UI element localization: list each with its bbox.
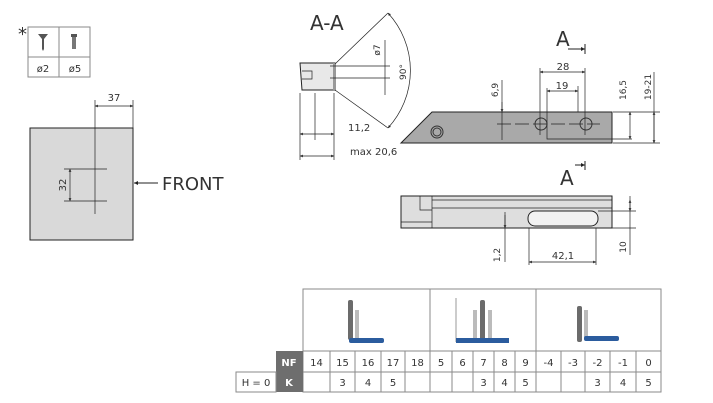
side-view: 10 1,2 42,1 xyxy=(400,195,636,265)
nf-cell: 5 xyxy=(438,358,444,369)
section-view: A-A 90° ø7 11,2 max 20,6 xyxy=(299,11,411,160)
diameter-2: ø2 xyxy=(37,64,49,75)
front-label: FRONT xyxy=(162,174,224,195)
dim-angle: 90° xyxy=(399,64,409,80)
k-cell: 5 xyxy=(645,378,651,389)
nf-cell: -3 xyxy=(568,358,578,369)
full-overlay-icon xyxy=(348,300,384,343)
nf-cell: -2 xyxy=(593,358,603,369)
k-cell: 3 xyxy=(480,378,486,389)
nf-cell: 8 xyxy=(501,358,507,369)
half-overlay-icon xyxy=(455,298,509,343)
k-cell: 3 xyxy=(594,378,600,389)
nf-cell: 7 xyxy=(480,358,486,369)
dim-max: max 20,6 xyxy=(350,147,397,158)
k-cell: 4 xyxy=(501,378,507,389)
dim-10: 10 xyxy=(619,241,629,253)
nf-cell: 17 xyxy=(387,358,400,369)
row-label-k: K xyxy=(285,378,294,389)
asterisk: * xyxy=(18,24,27,45)
slot xyxy=(527,210,599,227)
k-cell: 5 xyxy=(390,378,396,389)
dim-37: 37 xyxy=(108,93,121,104)
section-marker-top: A xyxy=(556,27,570,51)
nf-cell: -1 xyxy=(618,358,628,369)
screw-table: * ø2 ø5 xyxy=(18,24,91,78)
k-cell: 4 xyxy=(620,378,626,389)
nf-cell: 9 xyxy=(522,358,528,369)
dim-32: 32 xyxy=(58,179,69,192)
overlay-table: 14 15 3 16 4 17 5 18 5 6 7 3 8 4 9 5 -4 -3 -2 3 -1 4 0 5 NF K H… xyxy=(235,288,662,393)
dim-6-9: 6,9 xyxy=(491,83,501,98)
nf-cell: 6 xyxy=(459,358,465,369)
k-cell: 3 xyxy=(339,378,345,389)
nf-cell: 15 xyxy=(336,358,349,369)
k-cell: 5 xyxy=(522,378,528,389)
hinge-arm xyxy=(399,111,613,144)
profile-section xyxy=(299,62,336,91)
top-view: A 28 19 6,9 16,5 19-21 A xyxy=(399,27,660,190)
row-label-bg xyxy=(276,372,303,392)
countersunk-screw-icon xyxy=(38,34,48,51)
k-cell: 4 xyxy=(365,378,371,389)
dim-16-5: 16,5 xyxy=(619,80,629,100)
inset-icon xyxy=(577,306,619,342)
nf-cell: 16 xyxy=(362,358,375,369)
dim-d7: ø7 xyxy=(373,44,383,55)
overlay-table-border xyxy=(302,288,662,393)
dim-19-21: 19-21 xyxy=(644,74,654,100)
table-columns: 14 15 3 16 4 17 5 18 5 6 7 3 8 4 9 5 -4 -3 -2 3 -1 4 0 5 xyxy=(310,351,652,392)
nf-cell: 0 xyxy=(645,358,651,369)
door-panel xyxy=(29,127,134,241)
front-view: 37 32 FRONT xyxy=(29,93,224,241)
euro-screw-icon xyxy=(71,34,77,49)
diameter-5: ø5 xyxy=(69,64,81,75)
section-title: A-A xyxy=(310,11,344,35)
section-marker-bottom: A xyxy=(560,166,574,190)
screw-hole-icon xyxy=(430,125,444,139)
dim-1-2: 1,2 xyxy=(493,248,503,262)
dim-28: 28 xyxy=(557,62,570,73)
dim-42-1: 42,1 xyxy=(552,251,574,262)
nf-cell: 14 xyxy=(310,358,323,369)
nf-cell: -4 xyxy=(544,358,554,369)
nf-cell: 18 xyxy=(411,358,424,369)
dim-11-2: 11,2 xyxy=(348,123,370,134)
angle-arc xyxy=(387,12,411,129)
row-label-nf: NF xyxy=(281,358,296,369)
dim-19: 19 xyxy=(556,81,569,92)
h-label: H = 0 xyxy=(242,378,271,389)
row-label-bg xyxy=(276,351,303,372)
